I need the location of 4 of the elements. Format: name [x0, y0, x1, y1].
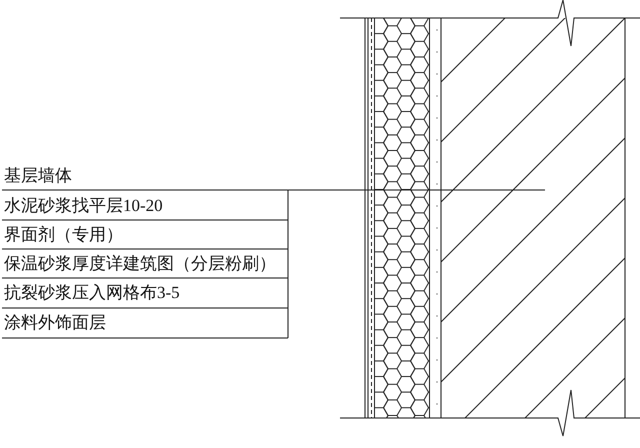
callout-text: 抗裂砂浆压入网格布3-5: [4, 283, 180, 303]
callout-text: 涂料外饰面层: [4, 313, 106, 333]
callout-text: 基层墙体: [4, 166, 72, 186]
callout-text: 水泥砂浆找平层10-20: [4, 196, 163, 216]
